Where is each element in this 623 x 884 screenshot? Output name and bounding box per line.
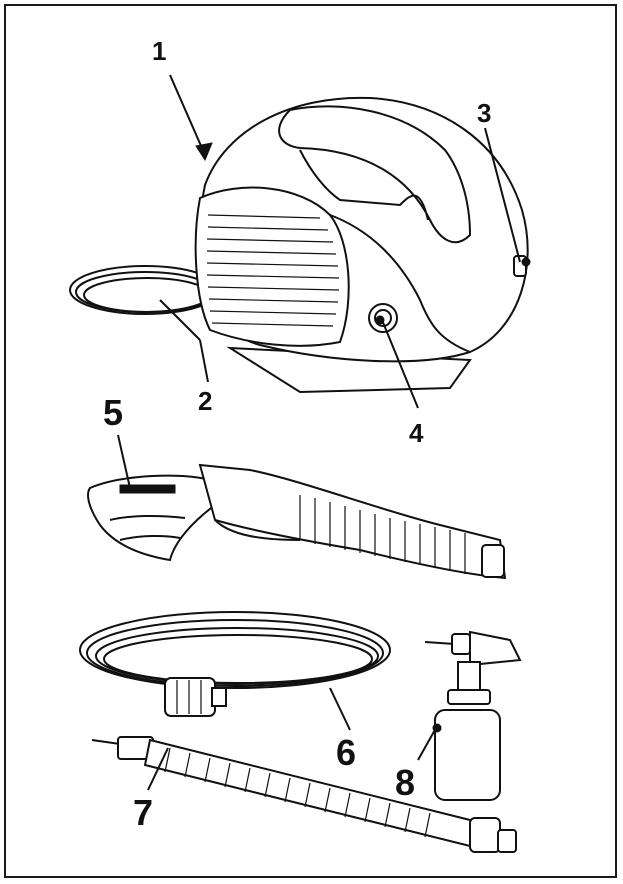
leader-lines [117, 74, 521, 791]
spray-gun-icon [87, 463, 507, 580]
lance-icon [91, 736, 517, 853]
label-8: 8 [395, 762, 416, 803]
label-1: 1 [152, 36, 167, 66]
high-pressure-outlet-icon [368, 303, 398, 333]
label-7: 7 [133, 792, 154, 833]
detergent-bottle-icon [424, 630, 522, 801]
pressure-washer-unit-icon [194, 96, 531, 394]
label-4: 4 [409, 418, 424, 448]
water-inlet-icon [513, 255, 531, 277]
label-6: 6 [336, 732, 357, 773]
label-5: 5 [103, 392, 124, 433]
label-2: 2 [198, 386, 213, 416]
high-pressure-hose-icon [79, 611, 391, 717]
label-3: 3 [477, 98, 492, 128]
